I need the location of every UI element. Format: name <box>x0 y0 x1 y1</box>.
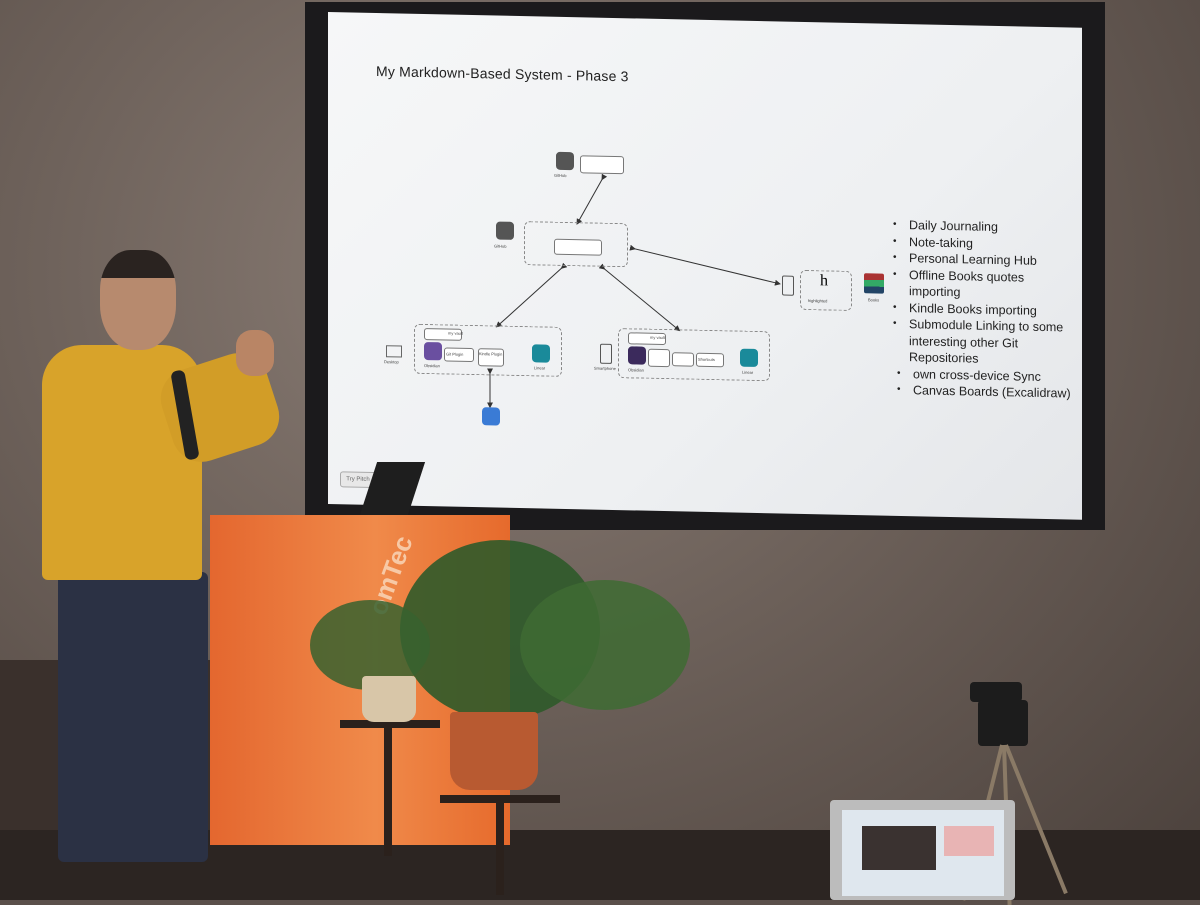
smartphone-icon <box>782 275 794 296</box>
highlighted-h-icon: h <box>820 272 828 290</box>
laptop-screen <box>842 810 1004 896</box>
highlighted-label: highlighted <box>808 298 828 304</box>
books-icon <box>864 273 884 294</box>
video-camera <box>970 682 1022 702</box>
smartphone-label: Smartphone <box>594 365 616 372</box>
kindle-app-icon <box>482 407 500 426</box>
plant-pot-terracotta <box>450 712 538 790</box>
smartphone-icon <box>600 343 612 364</box>
plant-stool <box>340 720 440 728</box>
linear-icon <box>740 348 758 368</box>
obsidian-icon <box>628 346 646 365</box>
kindle-plugin-label: Kindle Plugin <box>479 351 503 357</box>
speaker-jeans <box>58 572 208 862</box>
github-icon <box>496 221 514 240</box>
plugin-tile <box>672 352 694 367</box>
shortcuts-label: Shortcuts <box>698 356 715 363</box>
obsidian-right-label: Obsidian <box>628 367 644 373</box>
linear-left-label: Linear <box>534 365 546 371</box>
plugin-tile <box>648 348 670 368</box>
github-top-label: GitHub <box>554 172 567 178</box>
github-icon <box>556 151 574 171</box>
knowledge-vault-tile <box>554 238 602 256</box>
laptop-video-thumbnail <box>862 826 936 870</box>
fern-plant <box>520 580 690 710</box>
camera-head <box>978 700 1028 746</box>
laptop-sidebar-panel <box>944 826 994 856</box>
bullet-item: Submodule Linking to some interesting ot… <box>893 316 1069 369</box>
md-vault-right-label: my vault <box>650 334 665 341</box>
books-label: Books <box>868 297 880 303</box>
obsidian-icon <box>424 342 442 361</box>
linear-right-label: Linear <box>742 369 754 375</box>
speaker-head <box>100 250 176 350</box>
linear-icon <box>532 344 550 363</box>
plant-stool-leg <box>384 726 392 856</box>
remote-repo-tile <box>580 155 624 175</box>
desktop-label: Desktop <box>384 359 399 365</box>
bullet-item: Offline Books quotes importing <box>893 266 1049 302</box>
github-mid-label: GitHub <box>494 243 507 249</box>
feature-bullet-list: Daily Journaling Note-taking Personal Le… <box>893 217 1071 402</box>
plant-pot-small <box>362 676 416 722</box>
git-plugin-label: Git Plugin <box>446 351 464 357</box>
obsidian-left-label: Obsidian <box>424 363 440 369</box>
diagram-arrows <box>487 173 781 409</box>
speaker-hand <box>236 330 274 376</box>
plant-stool <box>440 795 560 803</box>
md-vault-left-label: my vault <box>448 330 463 336</box>
desktop-icon <box>386 345 402 358</box>
small-plant <box>310 600 430 690</box>
plant-stool-leg <box>496 800 504 895</box>
presentation-slide: My Markdown-Based System - Phase 3 GitHu… <box>328 12 1082 520</box>
